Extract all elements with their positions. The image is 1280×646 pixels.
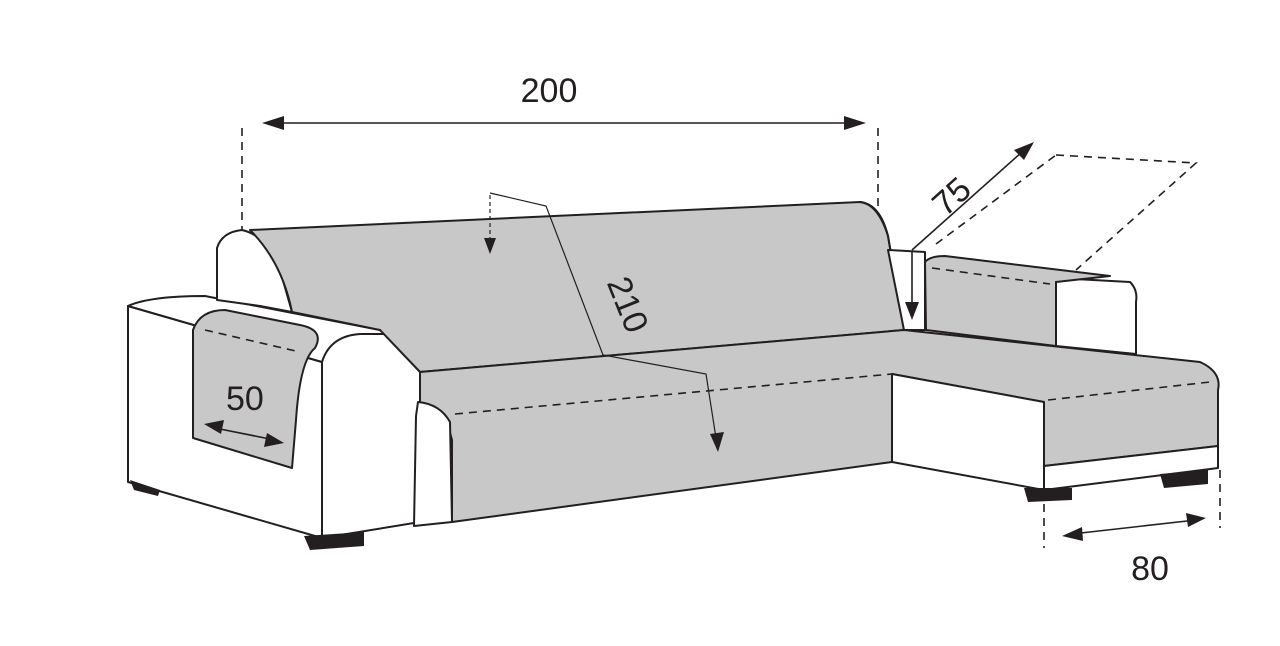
foot-left-front	[304, 532, 364, 550]
left-seat-side	[413, 401, 453, 527]
dimension-label-80: 80	[1131, 550, 1169, 588]
foot-chaise-left	[1024, 488, 1072, 502]
dimension-80: 80	[1043, 470, 1221, 588]
foot-left-back	[130, 480, 160, 496]
dimension-label-50: 50	[226, 380, 264, 418]
foot-chaise-right	[1160, 470, 1208, 488]
dimension-200: 200	[241, 72, 879, 230]
dimension-label-200: 200	[521, 72, 578, 110]
dimension-50: 50	[204, 380, 284, 447]
dimension-label-75: 75	[925, 170, 979, 224]
left-arm-cover	[192, 309, 319, 469]
left-armrest	[127, 295, 421, 539]
feet	[130, 470, 1208, 550]
